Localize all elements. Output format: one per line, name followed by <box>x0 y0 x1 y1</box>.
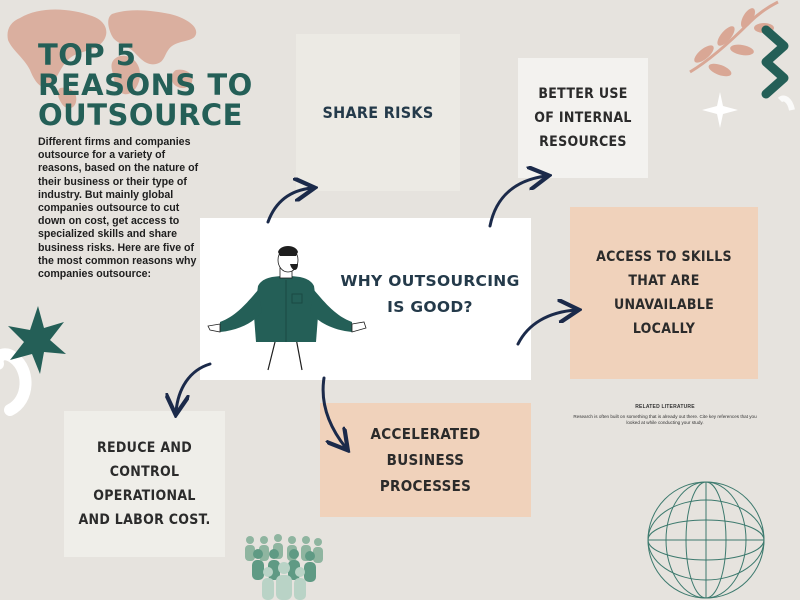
reason-label: THAT ARE <box>628 273 700 289</box>
title-line: OUTSOURCE <box>38 98 243 132</box>
arrow-to-better-use-icon <box>488 176 546 228</box>
reason-accelerated-card: ACCELERATED BUSINESS PROCESSES <box>320 403 531 517</box>
world-map-decoration <box>7 9 197 109</box>
people-group-icon <box>245 534 323 600</box>
related-heading: RELATED LITERATURE <box>635 404 695 410</box>
sparkle-icon <box>702 92 738 128</box>
reason-label: LOCALLY <box>632 321 696 337</box>
arrow-to-accelerated-icon <box>321 376 346 448</box>
reason-label: PROCESSES <box>379 477 472 495</box>
arrow-to-access-skills-icon <box>516 310 576 346</box>
related-body: Research is often built on something tha… <box>573 414 757 425</box>
reason-access-skills-card: ACCESS TO SKILLS THAT ARE UNAVAILABLE LO… <box>570 207 758 379</box>
starburst-decoration <box>0 306 66 416</box>
center-question-line: IS GOOD? <box>387 298 473 316</box>
reason-label: AND LABOR COST. <box>78 512 211 528</box>
title-line: TOP 5 <box>38 38 137 72</box>
center-question: WHY OUTSOURCING IS GOOD? <box>340 268 520 320</box>
arrow-to-share-risks-icon <box>266 188 312 224</box>
intro-paragraph: Different firms and companies outsource … <box>38 136 199 281</box>
reason-label: RESOURCES <box>539 134 627 150</box>
related-literature: RELATED LITERATURE Research is often bui… <box>566 404 764 426</box>
reason-label: UNAVAILABLE <box>613 297 715 313</box>
reason-label: OPERATIONAL <box>93 488 196 504</box>
reason-better-use-card: BETTER USE OF INTERNAL RESOURCES <box>518 58 648 178</box>
reason-label: ACCESS TO SKILLS <box>596 249 732 265</box>
reason-label: ACCELERATED <box>370 425 481 443</box>
shrugging-man-illustration <box>207 246 367 371</box>
leaf-branch-decoration <box>689 0 795 111</box>
reason-label: REDUCE AND <box>97 440 192 456</box>
reason-share-risks-card: SHARE RISKS <box>296 34 460 191</box>
reason-label: BUSINESS <box>386 451 465 469</box>
arrow-to-reduce-cost-icon <box>176 362 212 412</box>
reason-label: OF INTERNAL <box>534 110 632 126</box>
globe-icon <box>647 481 765 599</box>
reason-label: CONTROL <box>109 464 180 480</box>
center-question-line: WHY OUTSOURCING <box>340 272 520 290</box>
reason-label: BETTER USE <box>538 86 628 102</box>
center-question-card: WHY OUTSOURCING IS GOOD? <box>200 218 531 380</box>
reason-label: SHARE RISKS <box>322 102 434 122</box>
reason-reduce-cost-card: REDUCE AND CONTROL OPERATIONAL AND LABOR… <box>64 411 225 557</box>
